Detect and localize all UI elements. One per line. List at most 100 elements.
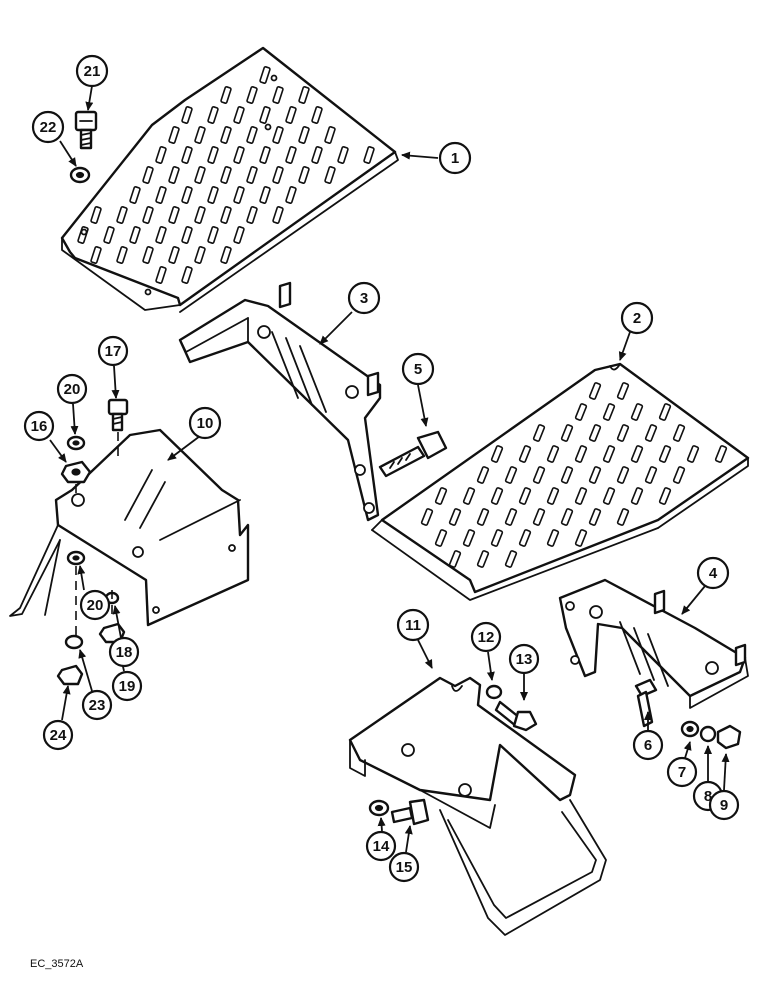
leader-lines (49, 85, 730, 853)
callout-22: 22 (31, 110, 65, 144)
tread-slot (462, 529, 476, 547)
tread-slots-upper (77, 66, 375, 284)
support-bracket-upper (178, 281, 382, 522)
callout-3: 3 (347, 281, 381, 315)
tread-slot (504, 550, 518, 568)
tread-slot (337, 146, 349, 164)
svg-text:21: 21 (84, 63, 101, 80)
callout-10: 10 (188, 406, 222, 440)
bolt-21 (74, 110, 98, 150)
tread-plate-lower (371, 362, 750, 601)
tread-slot (476, 466, 490, 484)
tread-slot (602, 445, 616, 463)
tread-slot (259, 66, 271, 84)
tread-slot (311, 146, 323, 164)
tread-slot (434, 529, 448, 547)
tread-slot (602, 487, 616, 505)
tread-slot (272, 126, 284, 144)
tread-slot (194, 166, 206, 184)
tread-slot (233, 226, 245, 244)
lock-washer-12 (485, 684, 503, 700)
tread-slot (168, 206, 180, 224)
tread-slot (686, 445, 700, 463)
callout-16: 16 (23, 410, 55, 442)
tread-slot (155, 226, 167, 244)
tread-slot (155, 146, 167, 164)
tread-slot (324, 166, 336, 184)
tread-slot (168, 126, 180, 144)
tread-slot (504, 466, 518, 484)
tread-slots-lower (420, 382, 728, 568)
tread-slot (616, 424, 630, 442)
tread-slot (518, 445, 532, 463)
svg-text:2: 2 (633, 310, 641, 327)
tread-slot (181, 186, 193, 204)
svg-text:10: 10 (197, 415, 214, 432)
tread-slot (448, 508, 462, 526)
tread-slot (448, 550, 462, 568)
callout-23: 23 (81, 689, 113, 721)
tread-slot (658, 403, 672, 421)
callout-15: 15 (388, 851, 420, 883)
callout-24: 24 (42, 719, 74, 751)
tread-slot (207, 226, 219, 244)
svg-text:17: 17 (105, 343, 122, 360)
tread-slot (207, 186, 219, 204)
tread-slot (194, 246, 206, 264)
tread-slot (616, 382, 630, 400)
nut-9 (716, 724, 742, 750)
callout-14: 14 (365, 830, 397, 862)
tread-slot (246, 126, 258, 144)
tread-slot (602, 403, 616, 421)
bolt-13 (494, 700, 538, 732)
tread-slot (129, 226, 141, 244)
tread-slot (672, 424, 686, 442)
callout-21: 21 (75, 54, 109, 88)
callout-11: 11 (396, 608, 430, 642)
svg-text:5: 5 (414, 361, 422, 378)
step-hoop (348, 676, 607, 936)
washer-20-top (66, 435, 86, 451)
tread-slot (714, 445, 728, 463)
tread-slot (588, 382, 602, 400)
svg-text:18: 18 (116, 644, 133, 661)
tread-slot (588, 466, 602, 484)
tread-slot (246, 206, 258, 224)
callout-13: 13 (508, 643, 540, 675)
lock-washer-23 (64, 634, 84, 650)
tread-slot (298, 126, 310, 144)
tread-slot (155, 186, 167, 204)
bolt-17 (107, 398, 129, 432)
tread-slot (168, 246, 180, 264)
support-bracket-lower (558, 578, 749, 709)
washer-7 (680, 720, 700, 738)
tread-slot (259, 106, 271, 124)
washer-14 (368, 799, 390, 817)
tread-slot (272, 166, 284, 184)
tread-slot (574, 529, 588, 547)
tread-slot (476, 508, 490, 526)
tread-slot (574, 487, 588, 505)
tread-slot (588, 424, 602, 442)
svg-text:19: 19 (119, 678, 136, 695)
tread-slot (259, 146, 271, 164)
callout-17: 17 (97, 335, 129, 367)
tread-slot (532, 424, 546, 442)
tread-slot (272, 206, 284, 224)
tread-slot (644, 424, 658, 442)
tread-slot (630, 445, 644, 463)
tread-slot (220, 126, 232, 144)
tread-slot (181, 226, 193, 244)
callout-20-top: 20 (56, 373, 88, 405)
tread-slot (220, 206, 232, 224)
callout-20-bottom: 20 (79, 589, 111, 621)
tread-slot (285, 186, 297, 204)
tread-slot (298, 86, 310, 104)
svg-text:4: 4 (709, 565, 718, 582)
tread-slot (90, 246, 102, 264)
tread-slot (574, 445, 588, 463)
callout-1: 1 (438, 141, 472, 175)
tread-slot (90, 206, 102, 224)
tread-slot (616, 508, 630, 526)
tread-slot (116, 246, 128, 264)
